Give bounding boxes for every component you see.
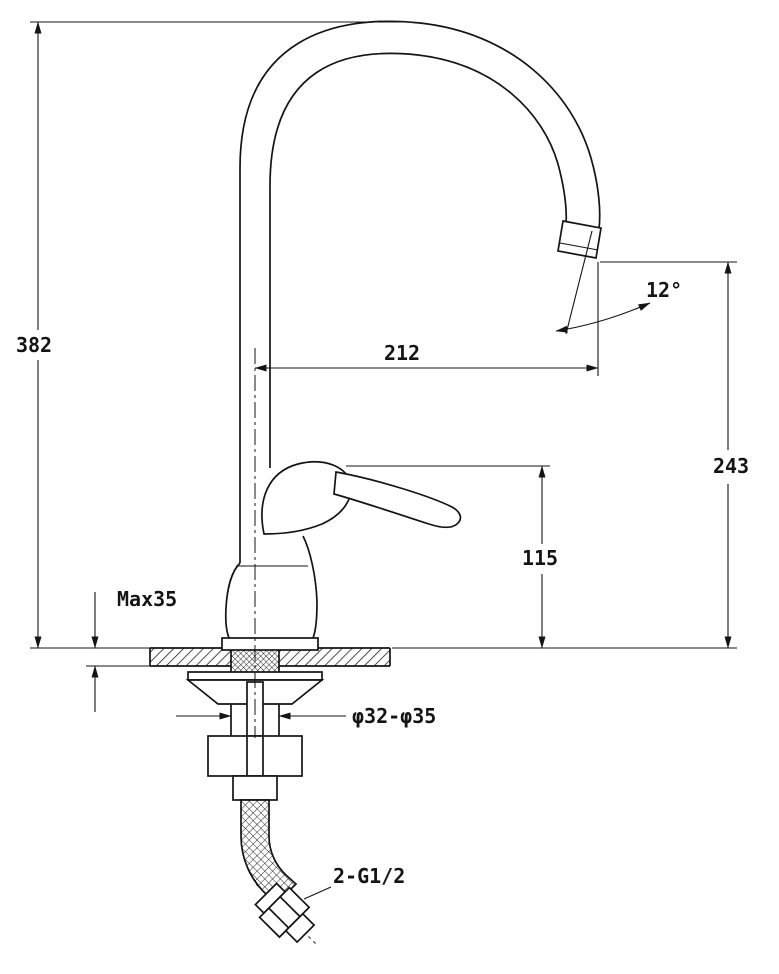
dimension-inlet-connection: 2-G1/2	[303, 864, 405, 900]
fitting-hex-facets	[268, 896, 301, 929]
leader-line-connection	[303, 886, 332, 900]
angle-arc-arrow	[555, 302, 651, 333]
label-spout-angle: 12°	[646, 278, 682, 302]
fitting-tip	[284, 912, 316, 944]
nozzle-aerator-seam	[559, 242, 599, 251]
mounting-nut	[207, 735, 303, 777]
label-mounting-diameter: φ32-φ35	[352, 704, 436, 728]
hose-adapter	[232, 775, 278, 801]
dimension-spout-angle: 12°	[555, 230, 682, 335]
mounting-hardware	[185, 643, 325, 801]
base-plate	[221, 637, 319, 651]
hose-fitting	[254, 882, 316, 944]
dimension-body-height: 115	[346, 465, 558, 649]
mounting-nut-slot	[246, 736, 264, 776]
shank-below-flange	[230, 704, 280, 736]
body-left-side	[224, 562, 241, 639]
label-spout-reach: 212	[384, 341, 420, 365]
countertop-hatch-right	[279, 648, 390, 666]
spout-outer-arc	[239, 20, 601, 230]
mixer-handle	[261, 461, 462, 535]
braided-hose-hatch-b	[241, 800, 296, 904]
label-overall-height: 382	[16, 333, 52, 357]
dimension-mounting-diameter: φ32-φ35	[176, 704, 436, 728]
label-body-height: 115	[522, 546, 558, 570]
faucet-body	[221, 535, 319, 651]
gooseneck-spout	[239, 20, 602, 563]
dimension-outlet-height: 243	[392, 261, 749, 649]
dimension-overall-height: 382	[16, 21, 412, 649]
spout-nozzle	[557, 220, 602, 259]
label-outlet-height: 243	[713, 454, 749, 478]
label-inlet-connection: 2-G1/2	[333, 864, 405, 888]
handle-lever	[333, 470, 462, 529]
supply-hose	[240, 799, 298, 906]
dimension-max-deck-thickness: Max35	[86, 587, 177, 712]
body-right-side	[302, 535, 318, 639]
label-max-deck-thickness: Max35	[117, 587, 177, 611]
spout-inner-arc	[269, 52, 568, 226]
countertop-hatch-left	[150, 648, 231, 666]
dimension-spout-reach: 212	[254, 262, 599, 376]
